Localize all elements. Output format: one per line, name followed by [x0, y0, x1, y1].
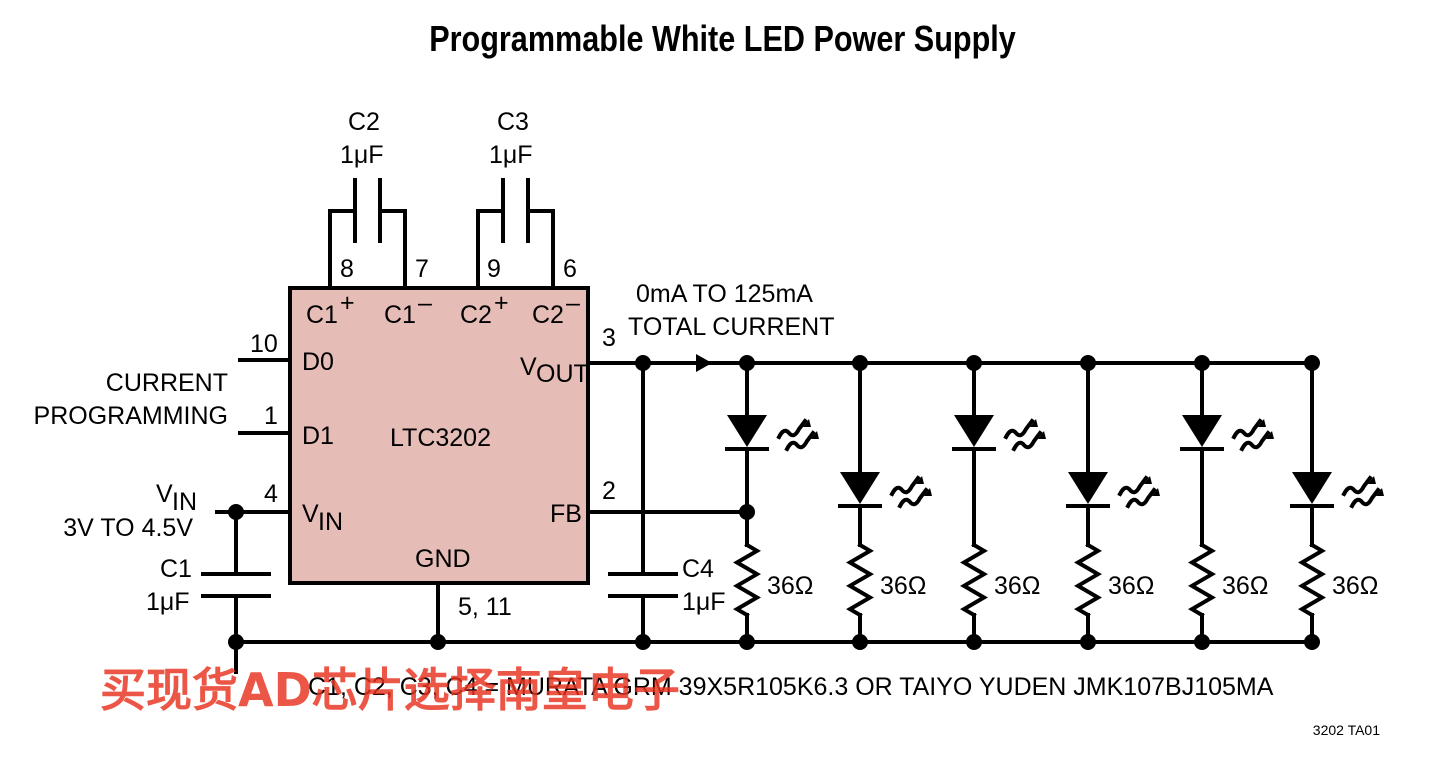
pin-sup-plus-2: + — [494, 289, 509, 317]
led-diode-icon — [1182, 415, 1222, 447]
light-emission-icon — [1341, 475, 1373, 497]
ic-part-number: LTC3202 — [390, 424, 491, 452]
vin-network — [201, 510, 292, 644]
c4-name: C4 — [682, 555, 714, 583]
led-diode-icon — [954, 415, 994, 447]
pin-number-gnd: 5, 11 — [458, 593, 512, 621]
light-emission-icon — [889, 475, 921, 497]
resistor-value-1: 36Ω — [767, 572, 814, 600]
resistor-value-5: 36Ω — [1222, 572, 1269, 600]
vin-range: 3V TO 4.5V — [63, 514, 193, 542]
pin-sup-minus-2: – — [566, 289, 580, 317]
pin-number-2: 2 — [602, 477, 616, 505]
pin-label-vin: V — [302, 500, 319, 528]
c3-name: C3 — [497, 108, 529, 136]
capacitor-c2 — [328, 178, 407, 290]
capacitor-c3 — [476, 178, 555, 290]
resistor-icon — [960, 542, 988, 618]
resistor-icon — [1298, 542, 1326, 618]
light-emission-icon — [776, 418, 808, 440]
pin-label-c1m: C1 — [384, 301, 416, 329]
pin-label-d1: D1 — [302, 422, 334, 450]
current-programming-line2: PROGRAMMING — [34, 402, 228, 430]
resistor-icon — [733, 542, 761, 618]
pin-label-c2m: C2 — [532, 301, 564, 329]
pin-number-1: 1 — [264, 402, 278, 430]
capacitor-c4 — [608, 361, 678, 644]
resistor-icon — [1188, 542, 1216, 618]
c2-value: 1μF — [340, 141, 384, 169]
led-string-1: 36Ω — [725, 355, 819, 650]
pin-number-7: 7 — [415, 255, 429, 283]
led-diode-icon — [1292, 472, 1332, 504]
light-emission-icon — [1231, 418, 1263, 440]
current-arrow — [696, 354, 712, 372]
pin-number-10: 10 — [250, 330, 278, 358]
footnote: C1, C2, C3, C4 = MURATA GRM 39X5R105K6.3… — [308, 673, 1274, 701]
current-programming-line1: CURRENT — [106, 369, 228, 397]
current-range-line2: TOTAL CURRENT — [628, 313, 835, 341]
light-emission-icon — [1117, 475, 1149, 497]
led-string-3: 36Ω — [952, 355, 1046, 650]
vin-label: V — [156, 480, 173, 508]
c1-name: C1 — [160, 555, 192, 583]
c4-value: 1μF — [682, 588, 726, 616]
led-string-4: 36Ω — [1066, 355, 1160, 650]
watermark-text: 买现货AD芯片选择南皇电子 — [100, 663, 680, 717]
c2-name: C2 — [348, 108, 380, 136]
figure-id: 3202 TA01 — [1313, 722, 1380, 738]
resistor-icon — [846, 542, 874, 618]
pin-number-4: 4 — [264, 480, 278, 508]
current-range-line1: 0mA TO 125mA — [636, 280, 813, 308]
pin-label-fb: FB — [550, 500, 582, 528]
resistor-value-3: 36Ω — [994, 572, 1041, 600]
c1-value: 1μF — [146, 588, 190, 616]
led-strings: 36Ω 36Ω 36Ω 36Ω 36Ω 36Ω — [725, 355, 1384, 650]
light-emission-icon — [1003, 418, 1035, 440]
vin-label-sub: IN — [172, 488, 197, 516]
led-diode-icon — [1068, 472, 1108, 504]
resistor-value-4: 36Ω — [1108, 572, 1155, 600]
pin-number-3: 3 — [602, 324, 616, 352]
pin-label-c2p: C2 — [460, 301, 492, 329]
led-diode-icon — [840, 472, 880, 504]
pin-label-c1p: C1 — [306, 301, 338, 329]
resistor-value-2: 36Ω — [880, 572, 927, 600]
junction-dots — [228, 355, 755, 650]
pin-sup-plus-1: + — [340, 289, 355, 317]
led-string-6: 36Ω — [1290, 355, 1384, 650]
pin-sup-minus-1: – — [418, 289, 432, 317]
led-diode-icon — [727, 415, 767, 447]
pin-label-gnd: GND — [415, 545, 471, 573]
led-string-5: 36Ω — [1180, 355, 1274, 650]
diagram-title: Programmable White LED Power Supply — [429, 18, 1016, 59]
pin-number-9: 9 — [487, 255, 501, 283]
pin-label-vin-sub: IN — [318, 508, 343, 536]
ic-body — [288, 286, 590, 585]
pin-label-vout-sub: OUT — [536, 360, 589, 388]
resistor-value-6: 36Ω — [1332, 572, 1379, 600]
resistor-icon — [1074, 542, 1102, 618]
pin-number-8: 8 — [340, 255, 354, 283]
pin-label-vout: V — [520, 353, 537, 381]
pin-label-d0: D0 — [302, 348, 334, 376]
c3-value: 1μF — [489, 141, 533, 169]
led-string-2: 36Ω — [838, 355, 932, 650]
pin-number-6: 6 — [563, 255, 577, 283]
